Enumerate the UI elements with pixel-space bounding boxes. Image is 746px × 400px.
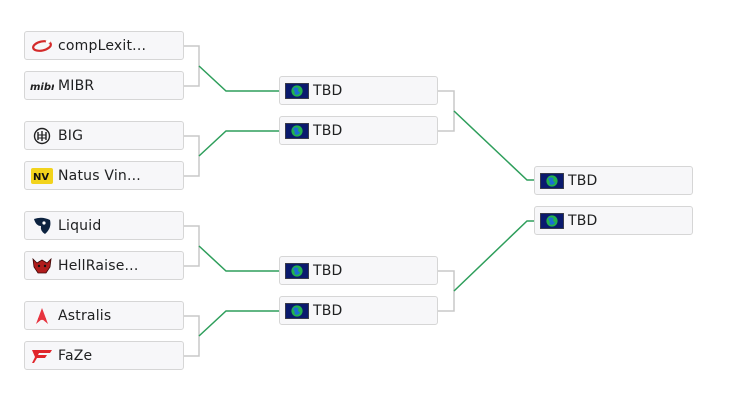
connector-line-r1-m4 [198,310,280,337]
svg-text:NV: NV [33,172,49,183]
connector-line-r1-m1 [198,65,280,92]
tbd-globe-icon [540,211,564,231]
connector-bracket-r1-m3 [184,225,200,267]
tbd-globe-icon [285,301,309,321]
team-name: BIG [58,127,84,144]
team-slot-liquid[interactable]: Liquid [24,211,184,240]
complexity-logo-icon [30,36,54,56]
connector-bracket-r1-m2 [184,135,200,177]
tbd-slot-r2-1[interactable]: TBD [279,76,438,105]
tbd-slot-r3-1[interactable]: TBD [534,166,693,195]
team-name: Natus Vin... [58,167,141,184]
connector-line-r1-m3 [198,245,280,272]
team-name: HellRaise... [58,257,139,274]
big-logo-icon [30,126,54,146]
faze-logo-icon [30,346,54,366]
team-name: MIBR [58,77,95,94]
connector-line-r1-m2 [198,130,280,157]
connector-bracket-r1-m4 [184,315,200,357]
liquid-logo-icon [30,216,54,236]
team-name: Liquid [58,217,102,234]
tbd-label: TBD [568,172,598,189]
tbd-slot-r2-2[interactable]: TBD [279,116,438,145]
team-slot-big[interactable]: BIG [24,121,184,150]
tbd-globe-icon [285,121,309,141]
team-slot-astralis[interactable]: Astralis [24,301,184,330]
team-slot-mibr[interactable]: mibr MIBR [24,71,184,100]
connector-bracket-r2-m1 [438,90,455,132]
hellraisers-logo-icon [30,256,54,276]
astralis-logo-icon [30,306,54,326]
tbd-label: TBD [568,212,598,229]
svg-text:mibr: mibr [30,82,54,93]
tbd-slot-r2-4[interactable]: TBD [279,296,438,325]
team-slot-natus-vincere[interactable]: NV Natus Vin... [24,161,184,190]
team-name: compLexit... [58,37,147,54]
tbd-label: TBD [313,262,343,279]
tbd-slot-r2-3[interactable]: TBD [279,256,438,285]
mibr-logo-icon: mibr [30,76,54,96]
team-slot-faze[interactable]: FaZe [24,341,184,370]
tbd-globe-icon [285,81,309,101]
tbd-globe-icon [285,261,309,281]
connector-bracket-r1-m1 [184,45,200,87]
team-name: FaZe [58,347,93,364]
connector-line-r2-m1 [453,110,535,181]
tbd-label: TBD [313,122,343,139]
team-name: Astralis [58,307,112,324]
tbd-globe-icon [540,171,564,191]
connector-line-r2-m2 [453,220,535,292]
connector-bracket-r2-m2 [438,270,455,312]
natus-vincere-logo-icon: NV [30,166,54,186]
tbd-label: TBD [313,82,343,99]
tbd-slot-r3-2[interactable]: TBD [534,206,693,235]
tbd-label: TBD [313,302,343,319]
team-slot-hellraisers[interactable]: HellRaise... [24,251,184,280]
team-slot-complexity[interactable]: compLexit... [24,31,184,60]
